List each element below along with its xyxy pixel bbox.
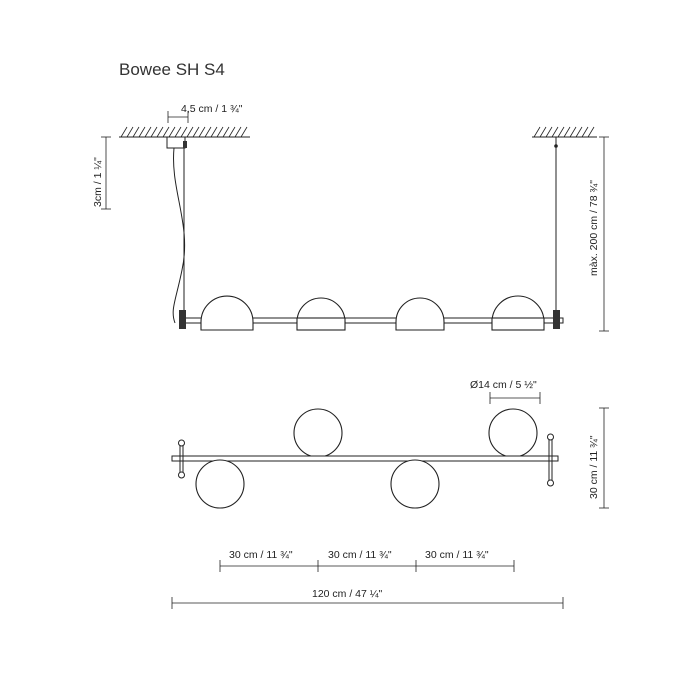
shade-2 — [296, 297, 346, 331]
canopy-cap — [183, 141, 187, 148]
elevation-view: 4,5 cm / 1 ¾" 3cm / 1 ¼" — [92, 103, 609, 332]
canopy-width-dimension: 4,5 cm / 1 ¾" — [167, 103, 243, 123]
globe-3 — [390, 459, 440, 509]
spacing-label-2: 30 cm / 11 ¾" — [328, 549, 392, 561]
bar-end-left — [179, 310, 186, 329]
globe-4 — [488, 408, 538, 458]
spacing-label-3: 30 cm / 11 ¾" — [425, 549, 489, 561]
max-height-dimension: màx. 200 cm / 78 ¾" — [588, 136, 609, 332]
canopy-width-label: 4,5 cm / 1 ¾" — [181, 103, 243, 115]
wire-clip-right — [554, 144, 558, 148]
globe-2 — [293, 408, 343, 458]
plan-bar — [171, 455, 559, 462]
depth-label: 30 cm / 11 ¾" — [588, 435, 600, 499]
total-length-dimension: 120 cm / 47 ¼" — [171, 588, 564, 609]
bar-fitting-right — [547, 433, 554, 487]
globe-diameter-dimension: Ø14 cm / 5 ½" — [470, 379, 541, 404]
ceiling-left — [119, 126, 250, 138]
canopy — [166, 136, 186, 149]
shade-1 — [200, 295, 254, 331]
canopy-height-dimension: 3cm / 1 ¼" — [92, 136, 111, 210]
bar-fitting-left — [178, 439, 185, 479]
shade-3 — [395, 297, 445, 331]
spacing-label-1: 30 cm / 11 ¾" — [229, 549, 293, 561]
max-height-label: màx. 200 cm / 78 ¾" — [588, 180, 600, 276]
product-title: Bowee SH S4 — [119, 60, 225, 79]
spacing-dimension-row: 30 cm / 11 ¾" 30 cm / 11 ¾" 30 cm / 11 ¾… — [219, 549, 515, 572]
globe-1 — [195, 459, 245, 509]
power-cable — [172, 147, 186, 324]
canopy-height-label: 3cm / 1 ¼" — [92, 157, 104, 207]
plan-view: Ø14 cm / 5 ½" 30 cm / 11 ¾" — [171, 379, 609, 609]
globe-diameter-label: Ø14 cm / 5 ½" — [470, 379, 537, 391]
shade-4 — [491, 295, 545, 331]
bar-end-right — [553, 310, 560, 329]
depth-dimension: 30 cm / 11 ¾" — [588, 407, 609, 509]
total-length-label: 120 cm / 47 ¼" — [312, 588, 383, 600]
ceiling-right — [532, 126, 597, 138]
